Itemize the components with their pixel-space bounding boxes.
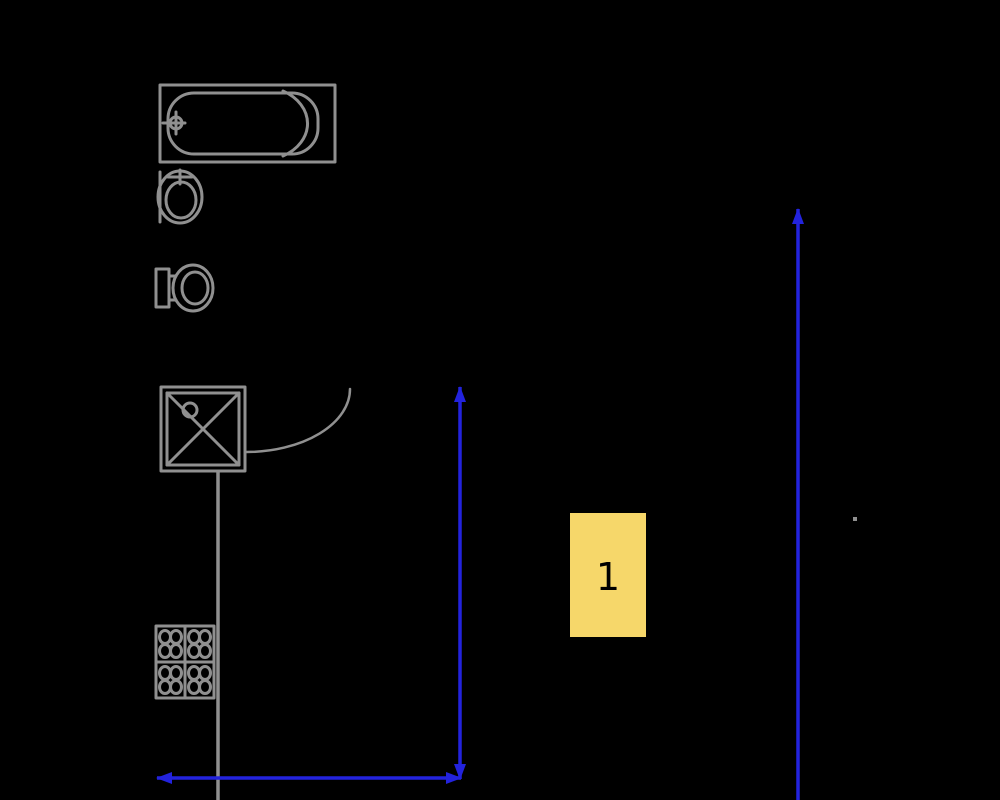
- room-marker[interactable]: 1: [570, 513, 646, 637]
- stray-mark: [853, 517, 857, 521]
- glass-block-icon: [154, 624, 216, 700]
- room-number-label: 1: [596, 555, 620, 599]
- door-swing-arc-icon: [244, 387, 352, 454]
- shower-icon: [159, 385, 247, 473]
- washbasin-icon: [156, 168, 204, 225]
- bathtub-icon: [158, 83, 337, 164]
- room-marker-box[interactable]: [570, 513, 646, 637]
- toilet-icon: [154, 263, 215, 313]
